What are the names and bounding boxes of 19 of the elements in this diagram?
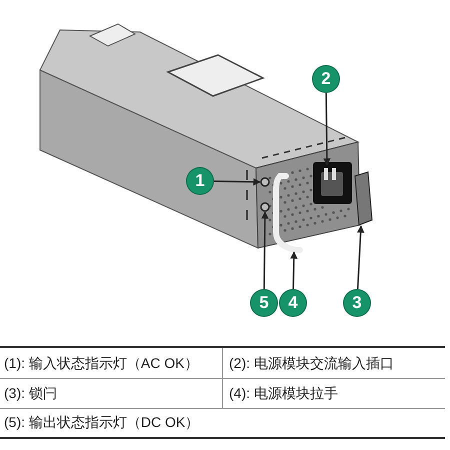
callout-number: 5 [251,290,277,316]
callout-number: 4 [280,290,306,316]
callout-number: 3 [344,290,370,316]
handle [273,173,303,253]
callout-description: (5): 输出状态指示灯（DC OK） [4,413,200,431]
callout-description: (1): 输入状态指示灯（AC OK） [4,354,198,372]
indicator-led [260,202,270,212]
callout-number: 2 [313,66,339,92]
callout-description: (4): 电源模块拉手 [229,384,338,402]
indicator-led [260,177,270,187]
leader-arrow [323,93,331,166]
leader-arrow [214,178,261,186]
power-socket [313,162,352,204]
latch [354,171,373,226]
leader-arrow [261,211,269,289]
callout-description: (3): 锁闩 [4,384,57,402]
callout-description: (2): 电源模块交流输入插口 [229,354,394,372]
leader-arrow [356,225,364,290]
leader-arrow [290,251,298,290]
